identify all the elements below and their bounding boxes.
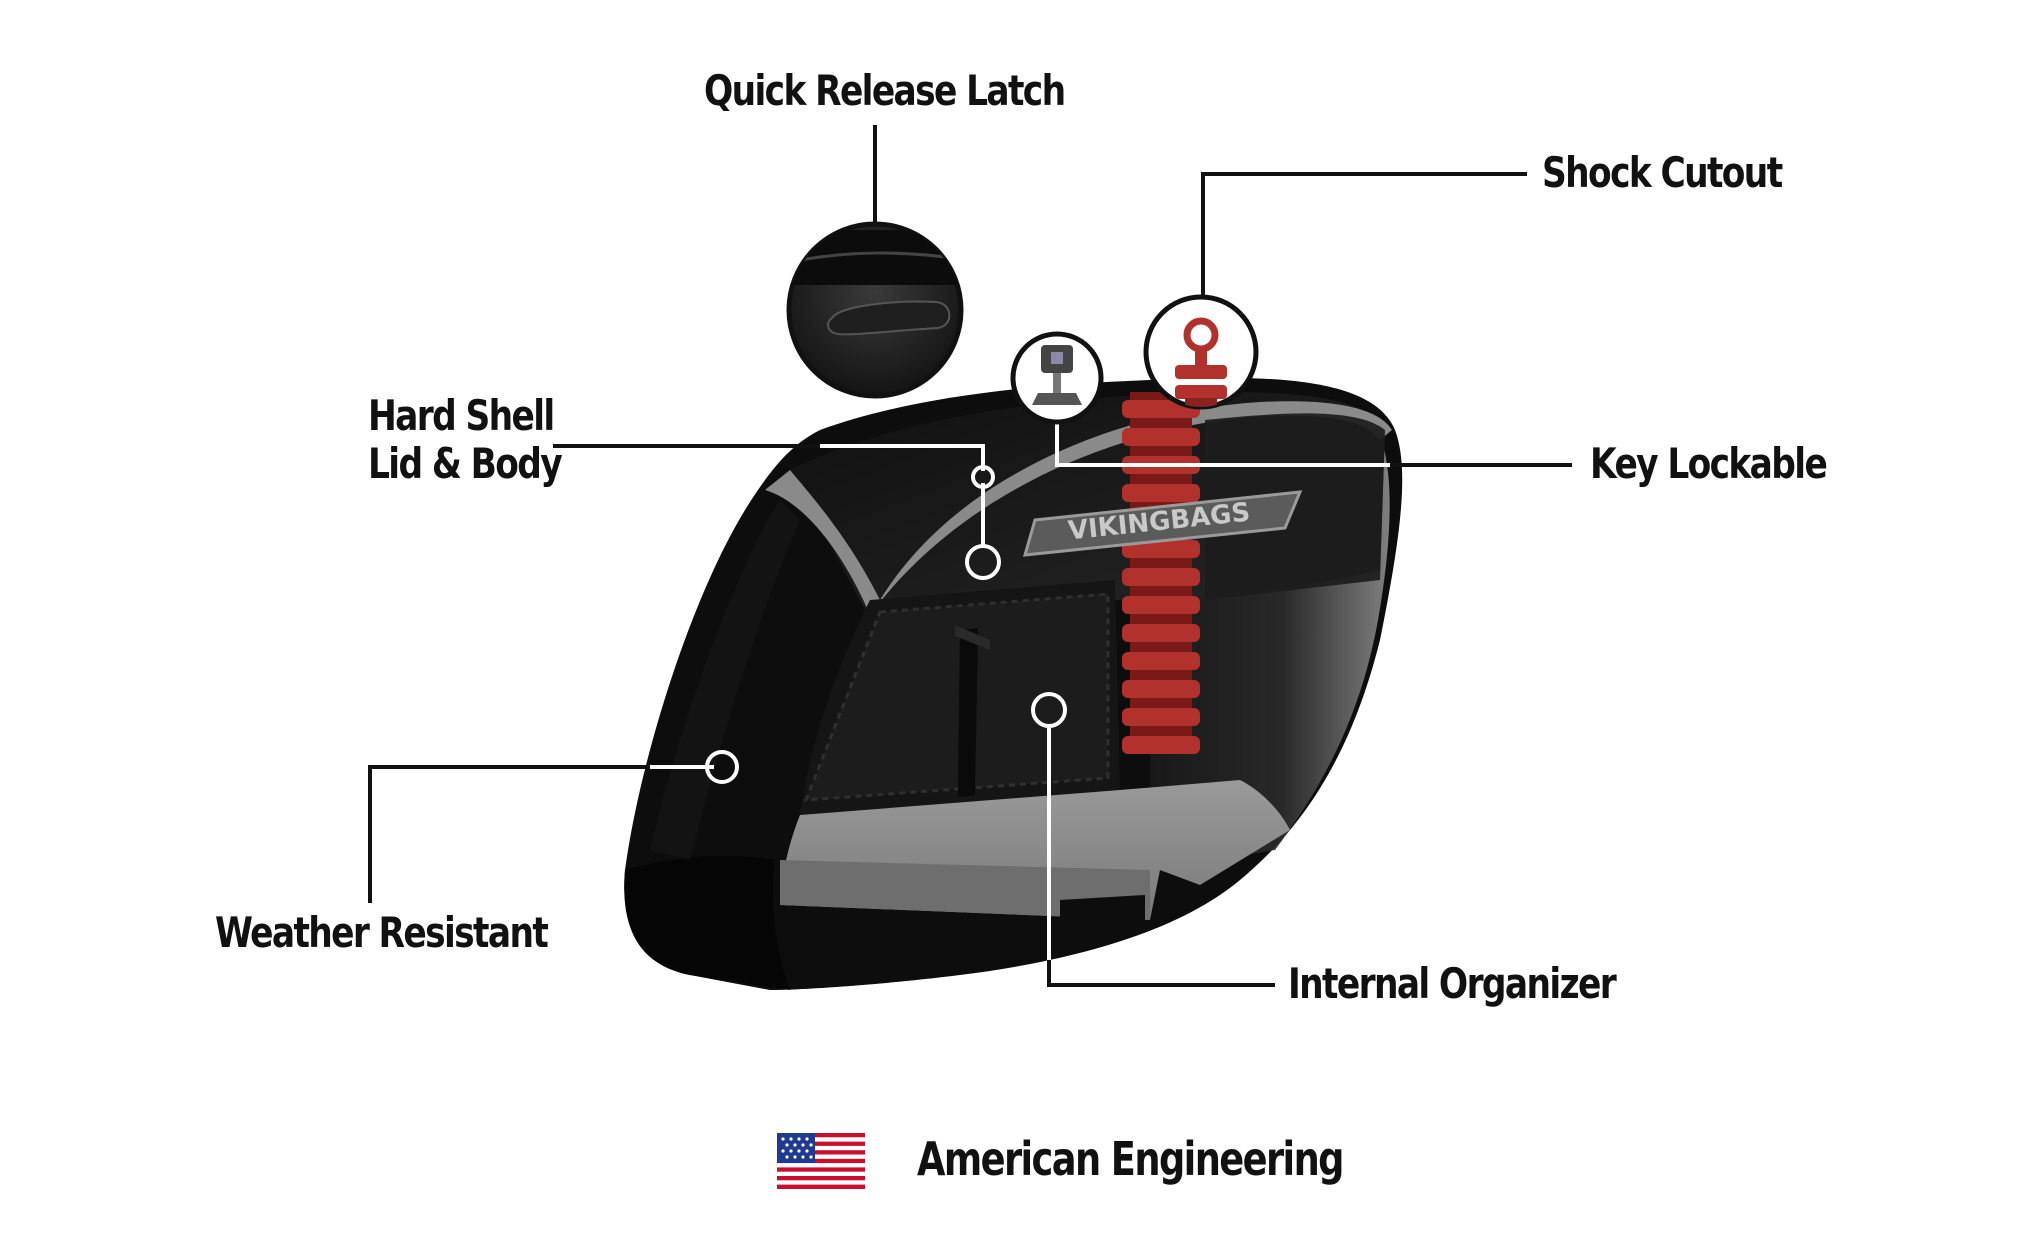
hard-shell-label-line1: Hard Shell	[368, 391, 555, 440]
shock-cutout-label: Shock Cutout	[1542, 148, 1783, 197]
quick-release-latch-label: Quick Release Latch	[704, 66, 1066, 115]
weather-resistant-dot	[705, 750, 739, 784]
hard-shell-dot	[965, 544, 1001, 580]
hard-shell-dot-small	[971, 465, 995, 489]
shock-cutout-icon	[1143, 294, 1259, 410]
leader-lines-light	[650, 422, 1390, 960]
hard-shell-label-line2: Lid & Body	[368, 439, 563, 488]
key-lockable-label: Key Lockable	[1590, 439, 1828, 488]
latch-detail-icon	[786, 221, 964, 399]
hard-shell-label: Hard Shell Lid & Body	[368, 391, 563, 488]
callout-dots	[705, 465, 1067, 784]
internal-organizer-label: Internal Organizer	[1288, 959, 1617, 1008]
internal-organizer-dot	[1031, 692, 1067, 728]
weather-resistant-label: Weather Resistant	[215, 908, 549, 957]
key-lockable-icon	[1010, 331, 1104, 425]
us-flag-icon	[777, 1133, 865, 1189]
american-engineering-text: American Engineering	[917, 1132, 1345, 1186]
